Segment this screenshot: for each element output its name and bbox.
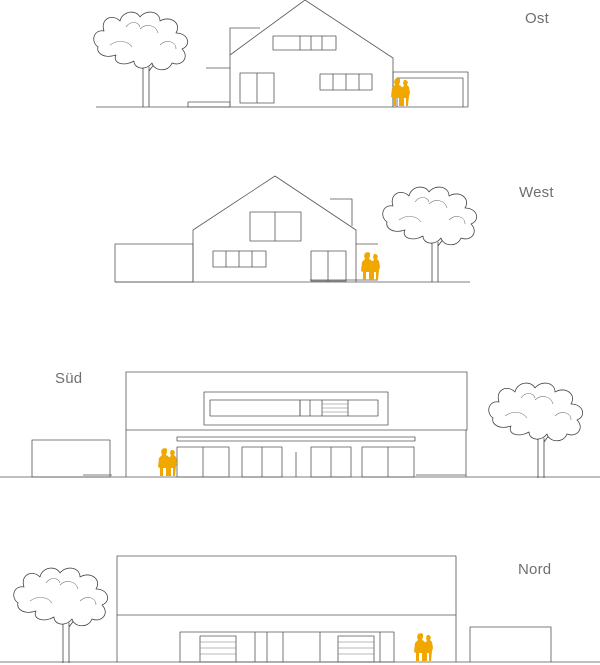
nord-elevation [0, 555, 600, 664]
nord-label: Nord [518, 561, 552, 578]
ost-label: Ost [525, 10, 549, 27]
tree-icon [488, 382, 584, 479]
sued-label: Süd [55, 370, 83, 387]
person-figure-icon [414, 633, 433, 661]
person-figure-icon [158, 448, 177, 476]
tree-icon [93, 11, 189, 108]
tree-icon [382, 186, 478, 283]
west-elevation [114, 175, 478, 283]
person-figure-icon [361, 252, 380, 280]
sued-elevation [0, 371, 600, 479]
tree-icon [13, 567, 109, 664]
ost-elevation [93, 0, 469, 108]
person-figure-icon [391, 78, 410, 106]
west-label: West [519, 184, 554, 201]
